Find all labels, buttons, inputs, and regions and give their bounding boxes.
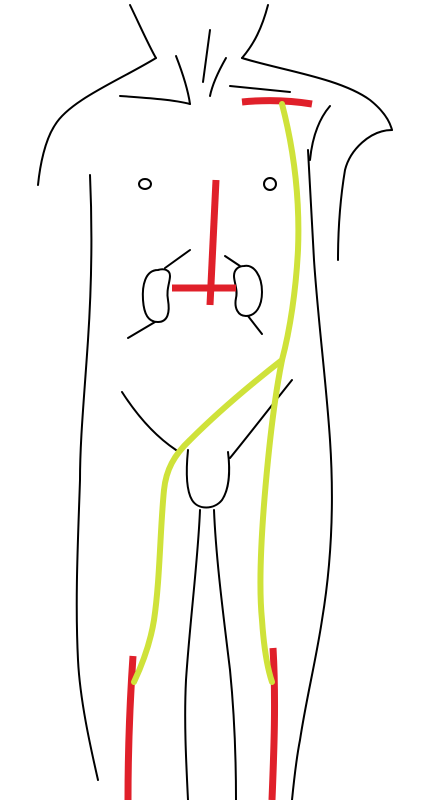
graft-crossover-to-leg-left [131, 357, 285, 685]
shoulder-right [241, 57, 393, 131]
renal-line-right-lower [247, 315, 263, 335]
arm-right-inner [309, 105, 331, 161]
inguinal-right [229, 379, 293, 459]
renal-line-left-upper [164, 249, 191, 269]
vessel-subclavian [241, 97, 313, 108]
arm-right-outer [337, 129, 393, 261]
vessel-aorta [206, 179, 220, 306]
inguinal-left [121, 391, 177, 451]
nipple-right [263, 177, 277, 191]
collar-right [229, 85, 291, 93]
renal-line-right-upper [224, 255, 241, 267]
collar-left [119, 95, 191, 105]
leg-left-inner [184, 509, 201, 800]
renal-line-left-lower [127, 321, 156, 339]
torso-left [75, 174, 99, 781]
kidney-left [141, 268, 171, 323]
neck-left [129, 4, 157, 59]
vessel-leg-left [124, 655, 137, 800]
vessel-leg-right [268, 647, 279, 800]
body-outline [37, 4, 393, 800]
leg-right-inner [213, 509, 237, 800]
sternal-notch-left [175, 55, 191, 105]
kidney-right [233, 264, 263, 317]
shoulder-left [37, 57, 157, 186]
nipple-left [138, 178, 152, 190]
graft-axillary-to-leg-right [257, 101, 302, 685]
genitals [185, 449, 231, 509]
neck-right [241, 4, 269, 59]
torso-right [291, 149, 333, 800]
grafts [131, 101, 302, 685]
vessels [124, 97, 313, 800]
sternal-notch-right-2 [209, 57, 227, 97]
sternal-notch-right [202, 29, 211, 83]
